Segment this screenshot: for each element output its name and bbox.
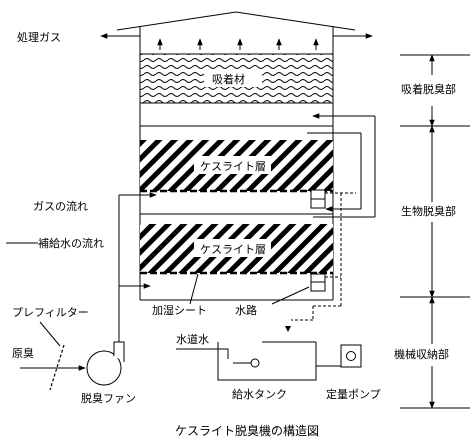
treated-gas-label: 処理ガス — [17, 31, 61, 44]
waterway-label: 水路 — [235, 304, 257, 317]
water-supply-lines — [291, 192, 356, 321]
diagram-caption: ケスライト脱臭機の構造図 — [175, 423, 319, 438]
prefilter-label: プレフィルター — [12, 306, 89, 319]
gas-inlet-path — [118, 192, 157, 342]
tap-water-label: 水道水 — [176, 332, 209, 346]
raw-odor-label: 原臭 — [12, 346, 34, 360]
metering-pump-label: 定量ポンプ — [326, 387, 381, 401]
gas-flow-loop — [307, 113, 376, 218]
water-flow-legend: 補給水の流れ — [38, 236, 104, 250]
humid-sheet-leader — [189, 273, 199, 305]
bio-section-label: 生物脱臭部 — [401, 204, 456, 218]
adsorption-section-label: 吸着脱臭部 — [401, 82, 456, 96]
tap-water-pipe — [176, 348, 229, 359]
gas-flow-legend: ガスの流れ — [33, 199, 88, 213]
deodor-fan — [86, 350, 122, 386]
prefilter-leader — [39, 321, 61, 347]
metering-pump-rotor — [346, 351, 356, 361]
section-dimension-lines — [400, 54, 470, 409]
humid-sheet-label: 加湿シート — [152, 304, 207, 317]
fan-outlet — [113, 341, 125, 362]
outlet-arrows — [100, 33, 373, 50]
adsorbent-label-box — [204, 69, 262, 87]
kesulite-upper-label-box — [194, 156, 271, 174]
adsorption-label-bg — [398, 81, 468, 97]
water-level-marker — [285, 326, 291, 332]
deodor-fan-label: 脱臭ファン — [81, 391, 136, 405]
machine-label-bg — [392, 346, 468, 362]
supply-tank-body — [217, 342, 317, 381]
float-valve — [250, 358, 260, 368]
machine-section-label: 機械収納部 — [394, 347, 449, 361]
waterway-leader — [271, 286, 310, 305]
prefilter-mark — [49, 344, 65, 391]
kesulite-lower-label: ケスライト層 — [200, 243, 266, 256]
adsorbent-label: 吸着材 — [212, 72, 245, 86]
kesulite-upper-label: ケスライト層 — [200, 160, 266, 173]
kesulite-lower-label-box — [194, 239, 271, 257]
bio-label-bg — [398, 203, 468, 219]
roof — [116, 11, 356, 31]
supply-tank-label: 給水タンク — [232, 387, 287, 401]
